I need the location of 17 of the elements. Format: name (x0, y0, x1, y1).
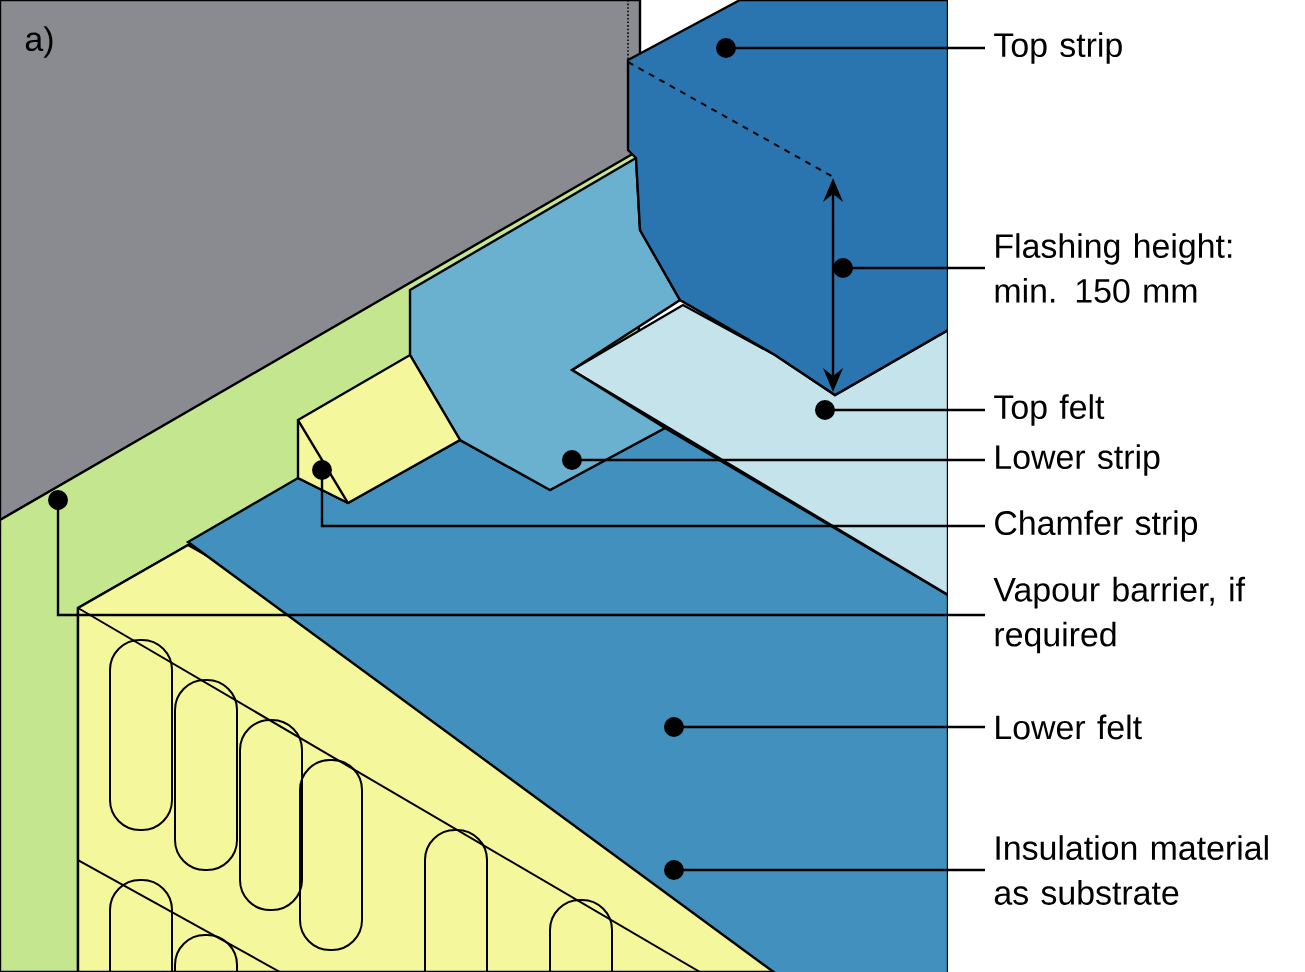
callout-label: Top strip (994, 32, 1122, 64)
callout-label: Insulation material as substrate (994, 835, 1268, 905)
leader-line (664, 717, 985, 737)
leader-line (48, 490, 985, 617)
callout-label: Top felt (994, 394, 1105, 426)
leader-line (716, 38, 985, 58)
leader-line (815, 400, 985, 420)
panel-label: a) (25, 26, 53, 58)
callout-label: Flashing height: min. 150 mm (995, 233, 1232, 303)
callout-label: Chamfer strip (995, 510, 1198, 542)
leader-line (312, 460, 985, 528)
callout-label: Vapour barrier, if required (993, 576, 1246, 654)
leader-line (562, 450, 985, 470)
leader-line (664, 860, 985, 880)
callout-label: Lower strip (996, 444, 1160, 476)
callout-label: Lower felt (996, 714, 1142, 740)
leader-line (833, 258, 985, 278)
